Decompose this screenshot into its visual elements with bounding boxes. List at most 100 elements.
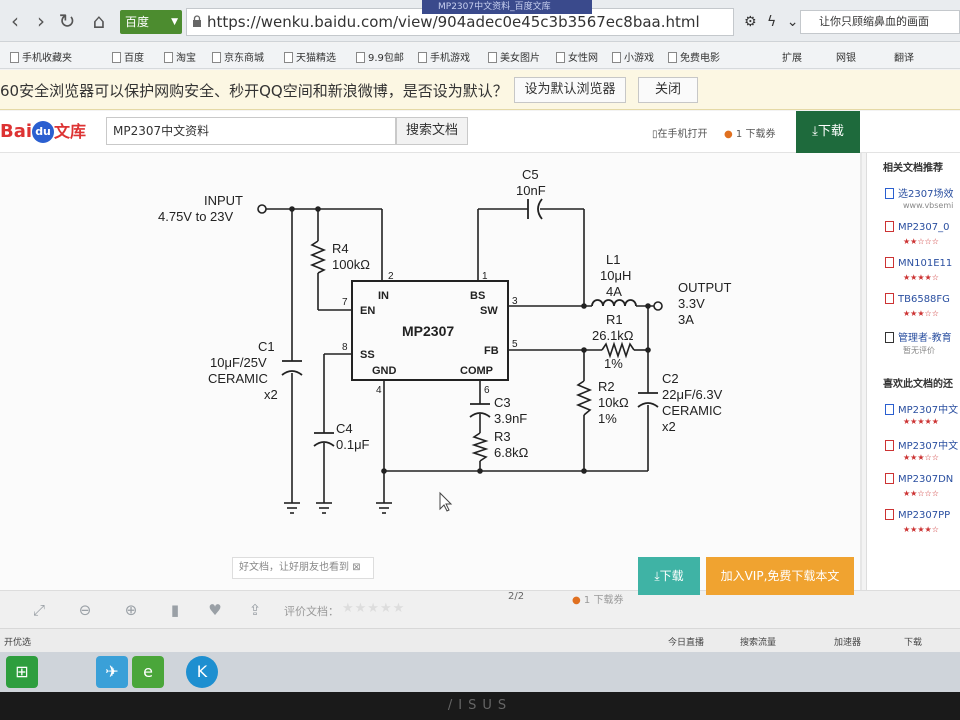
extensions-button[interactable]: 扩展	[782, 53, 802, 64]
chevron-down-icon: ▼	[171, 17, 178, 27]
c2-value: 22μF/6.3V	[662, 387, 723, 402]
zoom-in-icon[interactable]: ⊕	[124, 601, 138, 619]
fullscreen-icon[interactable]: ⤢	[32, 601, 45, 619]
liked-doc-link[interactable]: MP2307中文	[885, 437, 958, 452]
c1-type: CERAMIC	[208, 371, 268, 386]
page-icon	[418, 52, 427, 63]
related-doc-link[interactable]: 管理者-教育	[885, 329, 952, 344]
related-docs-title: 相关文档推荐	[883, 163, 943, 174]
forward-icon[interactable]: ›	[37, 9, 45, 33]
browser-e-icon[interactable]: e	[132, 656, 164, 688]
tab-title[interactable]: MP2307中文资料_百度文库	[422, 0, 592, 14]
liked-doc-link[interactable]: MP2307DN	[885, 473, 953, 485]
pin-6-number: 6	[484, 385, 490, 396]
r3-resistor	[471, 432, 489, 462]
pin-sw-label: SW	[480, 305, 498, 317]
related-doc-link[interactable]: 选2307场效	[885, 185, 953, 200]
close-notice-button[interactable]: 关闭	[638, 77, 698, 103]
c2-capacitor	[637, 392, 659, 408]
taskbar: ⊞ ✈ e K	[0, 652, 960, 692]
related-doc-link[interactable]: MN101E11	[885, 257, 952, 269]
vip-download-button[interactable]: 加入VIP,免费下载本文	[706, 557, 854, 595]
bookmark-item[interactable]: 淘宝	[164, 49, 196, 64]
doc-icon	[885, 188, 894, 199]
liked-doc-link[interactable]: MP2307中文	[885, 401, 958, 416]
rating-stars: ★★☆☆☆	[903, 489, 939, 498]
set-default-button[interactable]: 设为默认浏览器	[514, 77, 626, 103]
k-app-icon[interactable]: K	[186, 656, 218, 688]
settings-icon[interactable]: ⚙	[744, 14, 757, 30]
pdf-icon	[885, 509, 894, 520]
junction-dots	[289, 206, 651, 474]
r1-name: R1	[606, 312, 623, 327]
rating-stars-input[interactable]: ★★★★★	[342, 601, 406, 616]
c2-type: CERAMIC	[662, 403, 722, 418]
pin-comp-label: COMP	[460, 365, 493, 377]
page-icon	[212, 52, 221, 63]
page-icon	[284, 52, 293, 63]
liked-doc-link[interactable]: MP2307PP	[885, 509, 950, 521]
address-tools: ⚙ ϟ ⌄	[744, 14, 798, 30]
document-area: INPUT 4.75V to 23V R4 100kΩ C1 10μF/25V …	[0, 153, 862, 590]
search-button[interactable]: 搜索文档	[396, 117, 468, 145]
side-search-input[interactable]: 让你只顾缩鼻血的画面	[800, 10, 960, 34]
accelerator-link[interactable]: 加速器	[834, 638, 862, 648]
pdf-icon	[885, 440, 894, 451]
pin-7-number: 7	[342, 297, 348, 308]
page-icon	[164, 52, 173, 63]
coupon-icon: ●	[724, 129, 733, 140]
pdf-icon	[885, 221, 894, 232]
search-traffic-link[interactable]: 搜索流量	[740, 638, 777, 648]
mp2307-schematic: INPUT 4.75V to 23V R4 100kΩ C1 10μF/25V …	[158, 167, 732, 514]
pin-in-label: IN	[378, 290, 389, 302]
download-button[interactable]: ⤓下载	[796, 111, 860, 153]
bookmark-item[interactable]: 9.9包邮	[356, 49, 404, 64]
bookmark-item[interactable]: 百度	[112, 49, 144, 64]
bookmark-item[interactable]: 免费电影	[668, 49, 720, 64]
bank-button[interactable]: 网银	[836, 53, 856, 64]
related-doc-link[interactable]: MP2307_0	[885, 221, 949, 233]
bookmark-icon[interactable]: ▮	[170, 601, 180, 619]
c1-name: C1	[258, 339, 275, 354]
live-link[interactable]: 今日直播	[668, 638, 705, 648]
heart-icon[interactable]: ♥	[208, 601, 222, 619]
download-manager-link[interactable]: 下载	[904, 638, 923, 648]
lock-icon	[193, 15, 201, 27]
start-icon[interactable]: ⊞	[6, 656, 38, 688]
rating-stars: ★★★★☆	[903, 273, 939, 282]
refresh-icon[interactable]: ↻	[58, 9, 76, 33]
chevron-down-icon[interactable]: ⌄	[786, 14, 799, 30]
page-icon	[668, 52, 677, 63]
bookmark-item[interactable]: 京东商城	[212, 49, 264, 64]
liked-docs-title: 喜欢此文档的还	[883, 379, 953, 390]
lightning-icon[interactable]: ϟ	[767, 14, 777, 30]
home-icon[interactable]: ⌂	[92, 9, 106, 33]
translate-button[interactable]: 翻译	[894, 53, 914, 64]
bookmark-item[interactable]: 手机收藏夹	[10, 49, 72, 64]
search-engine-selector[interactable]: 百度 ▼	[120, 10, 182, 34]
pin-ss-label: SS	[360, 349, 375, 361]
rating-stars: ★★☆☆☆	[903, 237, 939, 246]
bookmark-item[interactable]: 美女图片	[488, 49, 540, 64]
share-icon[interactable]: ⇪	[248, 601, 262, 619]
bookmark-item[interactable]: 天猫精选	[284, 49, 336, 64]
word-icon	[885, 404, 894, 415]
download-button[interactable]: ⤓下载	[638, 557, 700, 595]
related-doc-source: www.vbsemi	[903, 201, 954, 210]
back-icon[interactable]: ‹	[11, 9, 19, 33]
doc-search-input[interactable]: MP2307中文资料	[106, 117, 396, 145]
paw-icon: du	[32, 121, 55, 143]
related-doc-link[interactable]: TB6588FG	[885, 293, 950, 305]
close-icon[interactable]: ⊠	[352, 562, 361, 573]
pin-fb-label: FB	[484, 345, 499, 357]
open-on-phone-link[interactable]: ▯在手机打开	[652, 129, 708, 140]
bookmark-item[interactable]: 手机游戏	[418, 49, 470, 64]
c5-value: 10nF	[516, 183, 546, 198]
bookmark-item[interactable]: 女性网	[556, 49, 598, 64]
phone-icon	[10, 52, 19, 63]
bird-icon[interactable]: ✈	[96, 656, 128, 688]
zoom-out-icon[interactable]: ⊖	[78, 601, 92, 619]
r2-name: R2	[598, 379, 615, 394]
bookmark-item[interactable]: 小游戏	[612, 49, 654, 64]
